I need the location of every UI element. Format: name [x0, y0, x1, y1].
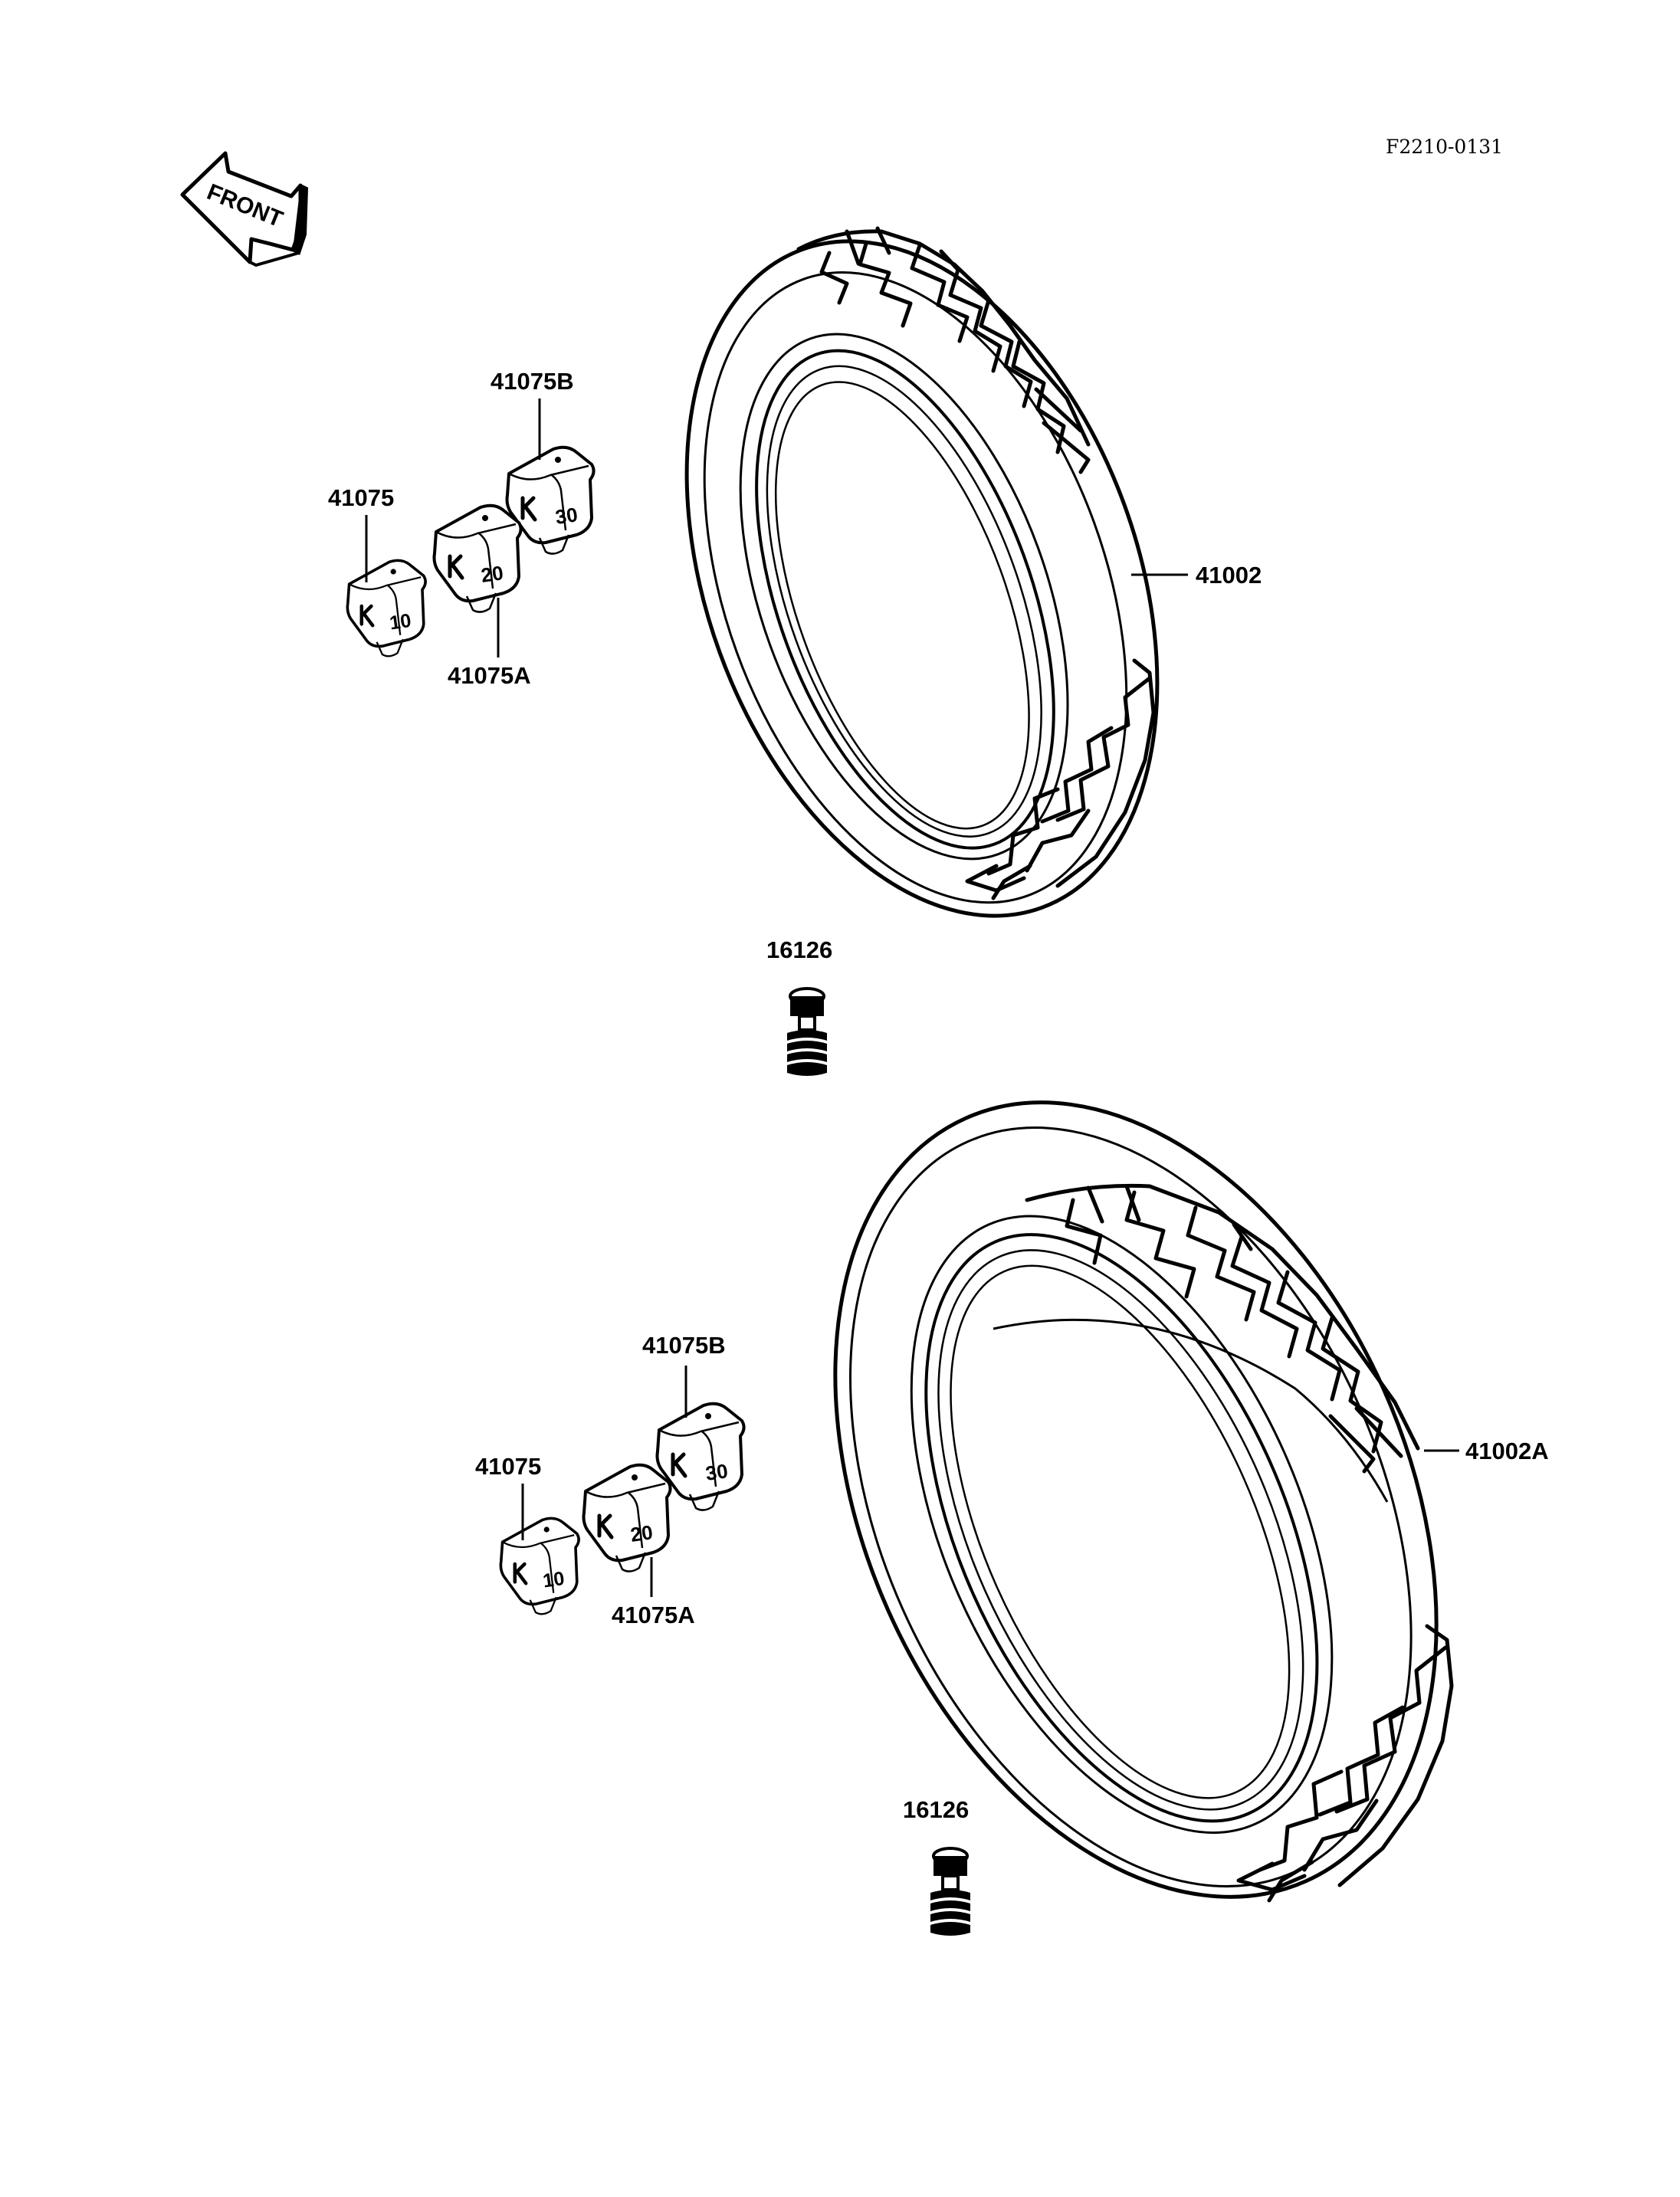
rear-weight-41075A: 20: [584, 1465, 671, 1572]
rear-valve-16126: [929, 1847, 972, 1937]
diagram-code: F2210-0131: [1386, 136, 1503, 158]
part-label-41075B-rear: 41075B: [642, 1332, 726, 1359]
weight-mark: 20: [480, 561, 505, 587]
weight-mark: 10: [389, 610, 413, 635]
part-label-41075A: 41075A: [448, 662, 531, 689]
rear-weight-41075: 10: [500, 1518, 579, 1614]
weight-mark: 30: [554, 503, 579, 529]
weight-mark: 20: [629, 1520, 655, 1546]
rear-tire-41002A: [833, 1100, 1454, 1903]
part-label-41002: 41002: [1196, 562, 1262, 589]
front-weight-41075A: 20: [435, 506, 521, 612]
front-tire-41002: [684, 226, 1160, 918]
front-weight-41075: 10: [347, 560, 425, 656]
weight-mark: 10: [542, 1568, 566, 1592]
front-valve-16126: [786, 987, 829, 1077]
front-direction-arrow-icon: FRONT: [180, 151, 309, 267]
rear-weight-41075B: 30: [658, 1404, 744, 1510]
front-weight-41075B: 30: [507, 448, 594, 554]
part-label-41075-rear: 41075: [475, 1453, 541, 1480]
part-label-41002A: 41002A: [1465, 1438, 1549, 1464]
weight-mark: 30: [704, 1459, 730, 1485]
part-label-41075A-rear: 41075A: [612, 1602, 695, 1628]
part-label-16126-front: 16126: [766, 936, 832, 963]
part-label-41075B: 41075B: [491, 368, 574, 395]
part-label-16126-rear: 16126: [903, 1796, 969, 1823]
part-label-41075: 41075: [328, 484, 394, 511]
